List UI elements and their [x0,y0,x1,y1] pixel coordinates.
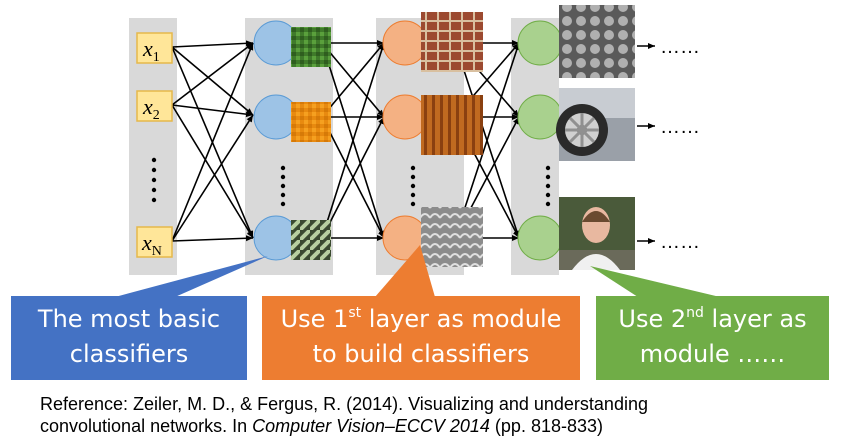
callout-text-part: layer as [703,305,807,333]
callout-text-line1: The most basic [37,305,221,333]
callout-text-line1: Use 1st layer as module [262,302,580,337]
layer2-node-2 [382,94,428,140]
layer3-node-2 [517,94,563,140]
input-var: x [142,94,153,119]
callout-text-line2: classifiers [69,340,189,368]
callout-text-line2: module …… [639,340,786,368]
callout-first-layer-module: Use 1st layer as module to build classif… [262,296,580,380]
reference-line1: Reference: Zeiler, M. D., & Fergus, R. (… [40,394,648,414]
vertical-ellipsis-inputs [151,157,157,203]
layer2-node-1 [382,20,428,66]
layer2-feature-image-brick [421,12,483,72]
vertical-ellipsis-layer2 [410,165,416,207]
layer3-node-1 [517,20,563,66]
connections-layer1-layer2 [321,40,385,241]
input-node-n: xN [136,226,173,259]
layer2-feature-image-stripes [421,95,483,155]
vertical-ellipsis-layer3 [545,165,551,207]
layer1-feature-image-orange [291,102,331,142]
input-var: x [141,230,152,255]
callout-text-part: layer as module [361,305,562,333]
layer3-feature-image-face [559,197,635,270]
callout-text-part: Use 2 [618,305,687,333]
input-sub: 1 [153,50,160,65]
output-ellipsis-3: …… [660,231,700,253]
input-node-1: x1 [136,32,173,65]
callout-text-part: Use 1 [280,305,349,333]
input-sub: N [152,244,162,259]
output-ellipsis-2: …… [660,116,700,138]
reference-pages: (pp. 818-833) [489,416,603,436]
svg-text:x1: x1 [142,36,160,65]
output-arrows [637,43,655,244]
callout-green-pointer [590,266,720,297]
layer1-feature-image-diagonal [291,220,331,260]
callout-text-line1: Use 2nd layer as [596,302,829,337]
svg-text:xN: xN [141,230,162,259]
vertical-ellipsis-layer1 [280,165,286,207]
callout-basic-classifiers: The most basic classifiers [11,296,247,380]
input-node-2: x2 [136,90,173,123]
callout-superscript: nd [686,305,704,321]
layer3-node-3 [517,215,563,261]
layer2-feature-image-curves [421,207,483,267]
callout-orange-pointer [375,245,435,297]
reference-citation: Reference: Zeiler, M. D., & Fergus, R. (… [40,393,830,437]
layer3-feature-image-wheel [556,88,635,161]
connections-input-layer1 [171,40,254,242]
reference-line2: convolutional networks. In Computer Visi… [40,415,830,437]
layer1-feature-image-green [291,27,331,67]
callout-superscript: st [348,305,362,321]
reference-italic-title: Computer Vision–ECCV 2014 [252,416,490,436]
callout-text-line2: to build classifiers [312,340,530,368]
input-sub: 2 [153,108,160,123]
output-ellipsis-1: …… [660,36,700,58]
reference-text: convolutional networks. In [40,416,253,436]
svg-text:x2: x2 [142,94,160,123]
callout-second-layer-module: Use 2nd layer as module …… [596,296,829,380]
input-var: x [142,36,153,61]
layer3-feature-image-honeycomb [559,5,635,78]
callout-blue-pointer [115,256,268,297]
